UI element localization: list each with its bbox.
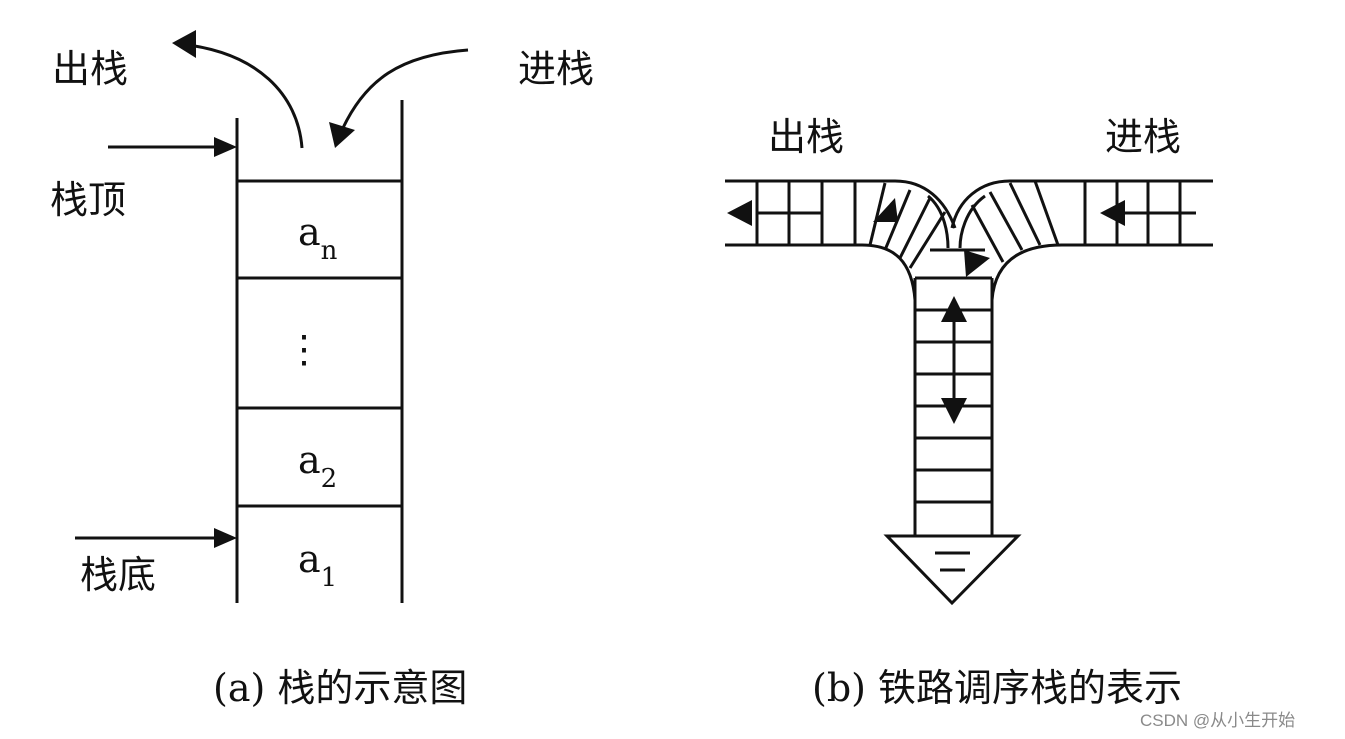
- push-arrow: [340, 48, 469, 131]
- track-tie: [1033, 180, 1060, 246]
- pop-direction-arrow-icon: [727, 200, 752, 226]
- shaft-end-triangle: [883, 534, 1022, 606]
- stack-top-label: 栈顶: [50, 178, 126, 222]
- left-track-rail: [725, 179, 957, 229]
- track-tie: [908, 211, 947, 269]
- stack-bottom-label: 栈底: [80, 553, 156, 597]
- push-direction-arrow-icon: [1100, 200, 1125, 226]
- cell-a1: a1: [298, 537, 337, 593]
- track-tie: [970, 204, 1005, 263]
- right-track-rail: [990, 243, 1213, 301]
- track-tie: [898, 197, 932, 259]
- pop-arrow: [179, 42, 304, 149]
- pop-arrow-head: [172, 30, 196, 58]
- railway-pop-label: 出栈: [768, 115, 844, 159]
- stack-schematic: [75, 30, 469, 603]
- shunt-arrow-down-icon: [941, 398, 967, 424]
- cell-an: an: [298, 210, 338, 266]
- shunt-arrow-up-icon: [941, 296, 967, 322]
- pop-curve-arrow-icon: [873, 198, 898, 222]
- cell-a2: a2: [298, 438, 337, 494]
- cell-ellipsis: ⋮: [285, 327, 323, 371]
- track-tie: [988, 191, 1024, 251]
- railway-push-label: 进栈: [1105, 115, 1181, 159]
- top-pointer-head: [214, 137, 237, 157]
- push-label: 进栈: [518, 47, 594, 91]
- pop-label: 出栈: [52, 47, 128, 91]
- bottom-pointer-head: [214, 528, 237, 548]
- junction-curve: [926, 194, 950, 249]
- track-tie: [1008, 182, 1042, 246]
- track-tie: [868, 182, 887, 246]
- junction-curve: [958, 194, 986, 249]
- railway-arrowheads: [727, 198, 1125, 424]
- caption-b: (b) 铁路调序栈的表示: [812, 666, 1182, 710]
- push-curve-arrow-icon: [964, 250, 990, 277]
- left-track-rail: [725, 243, 917, 301]
- railway-stack: [725, 179, 1213, 606]
- caption-a: (a) 栈的示意图: [213, 666, 467, 710]
- watermark: CSDN @从小生开始: [1140, 711, 1295, 730]
- push-arrow-head: [329, 122, 355, 148]
- right-track-rail: [950, 179, 1213, 229]
